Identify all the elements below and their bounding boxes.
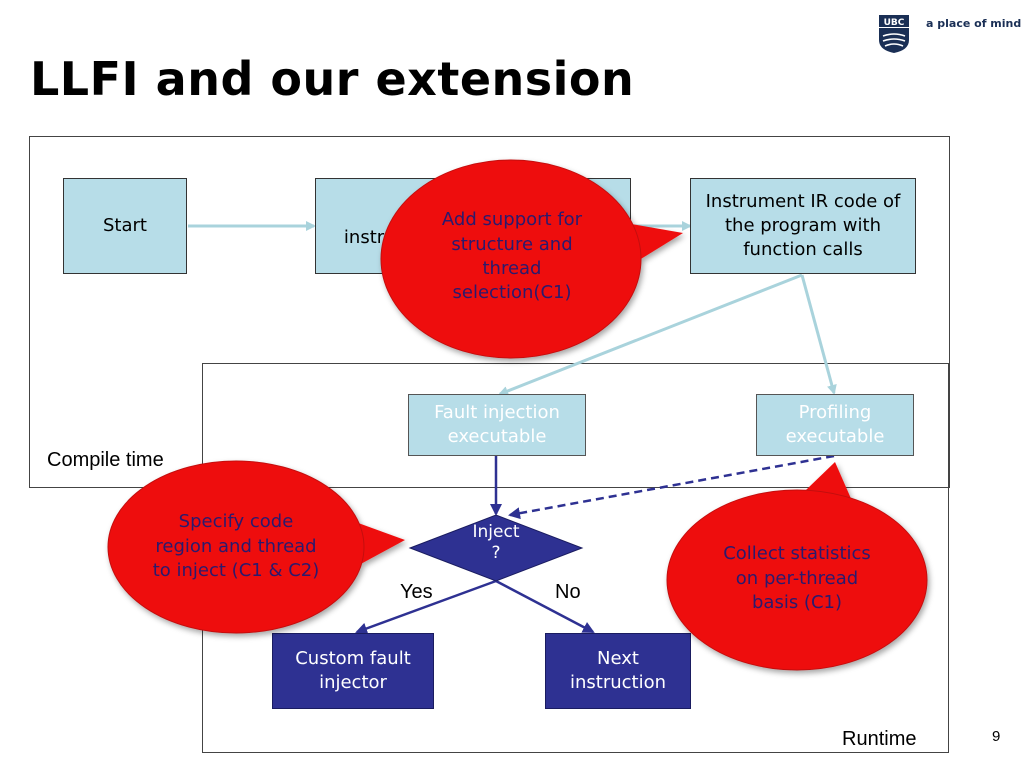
no-edge-label: No [555,581,581,603]
tagline: a place of mind [926,17,1022,30]
runtime-label: Runtime [842,728,917,750]
compile-time-frame [29,136,950,488]
page-number: 9 [992,728,1001,745]
compile-time-label: Compile time [47,449,164,471]
callout-collect-stats-text: Collect statistics on per-thread basis (… [723,543,871,614]
callout-add-support-text: Add support for structure and thread sel… [441,209,583,304]
callout-specify-region [107,460,405,634]
edge-inject-yes [355,579,497,635]
inject-decision [408,514,584,582]
inject-decision-label: Inject ? [472,522,520,564]
profiling-executable-node: Profiling executable [756,394,914,456]
edge-instrument-prof [800,274,837,395]
svg-text:UBC: UBC [884,18,905,28]
start-node: Start [63,178,187,274]
fault-injection-executable-node: Fault injection executable [408,394,586,456]
custom-fault-injector-node: Custom fault injector [272,633,434,709]
next-instruction-node: Next instruction [545,633,691,709]
edge-prof-inject [508,454,835,520]
callout-add-support [380,159,683,359]
edge-instrument-fi [498,273,803,396]
instrument-ir-node: Instrument IR code of the program with f… [690,178,916,274]
yes-edge-label: Yes [400,581,433,603]
ubc-logo: UBC [879,15,909,53]
callout-specify-region-text: Specify code region and thread to inject… [152,511,320,582]
edge-inject-no [495,579,595,634]
slide-title: LLFI and our extension [30,52,635,106]
callout-collect-stats [666,462,928,671]
